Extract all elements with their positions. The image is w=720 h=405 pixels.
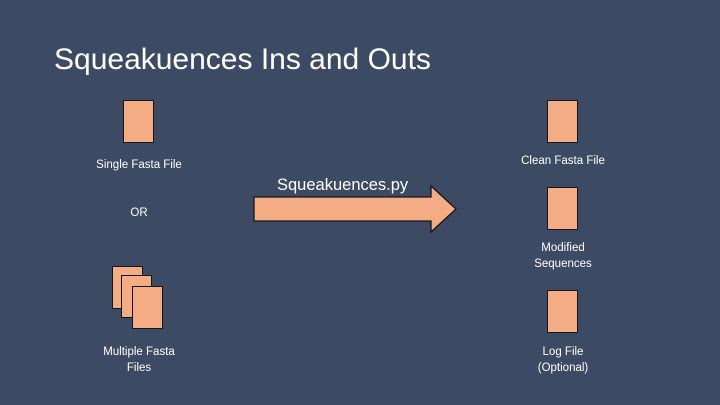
- right-arrow-icon: [253, 184, 457, 234]
- log-file-icon: [547, 290, 578, 333]
- slide-title: Squeakuences Ins and Outs: [54, 43, 431, 76]
- clean-fasta-file-icon: [547, 100, 578, 143]
- process-label: Squeakuences.py: [277, 176, 409, 194]
- multiple-fasta-files-icon: [112, 266, 168, 334]
- modified-sequences-file-icon: [547, 187, 578, 230]
- stacked-file-front-icon: [132, 286, 163, 329]
- log-file-label: Log File (Optional): [537, 346, 589, 374]
- single-fasta-file-icon: [123, 100, 154, 143]
- clean-fasta-file-label: Clean Fasta File: [521, 155, 605, 167]
- single-fasta-file-label: Single Fasta File: [96, 159, 182, 171]
- modified-sequences-label: Modified Sequences: [534, 242, 592, 270]
- multiple-fasta-files-label: Multiple Fasta Files: [103, 346, 175, 374]
- or-label: OR: [130, 207, 148, 219]
